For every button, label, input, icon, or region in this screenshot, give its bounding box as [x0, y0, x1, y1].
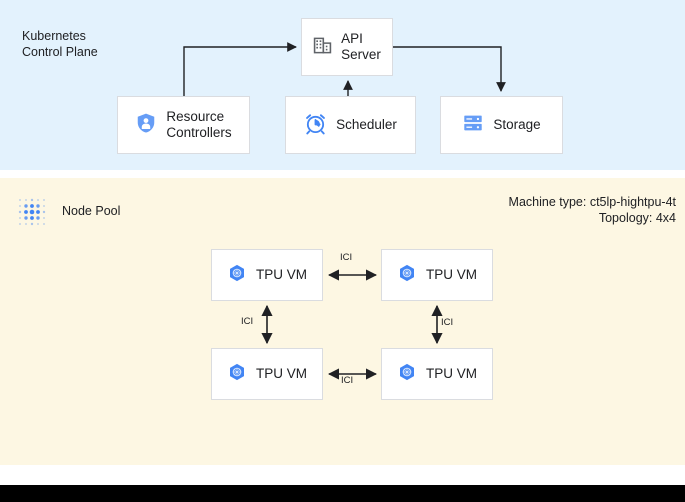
api-server-box[interactable]: API Server [301, 18, 393, 76]
tpu-vm-box[interactable]: TPU VM [381, 348, 493, 400]
scheduler-label: Scheduler [336, 117, 397, 132]
kubernetes-hex-icon [397, 362, 417, 386]
tpu-vm-label: TPU VM [255, 366, 307, 381]
kubernetes-hex-icon [397, 263, 417, 287]
kubernetes-hex-icon [227, 263, 247, 287]
building-icon [313, 36, 332, 59]
ici-label-bottom: ICI [341, 375, 354, 386]
api-server-label: API Server [341, 31, 381, 62]
bottom-bar [0, 485, 685, 502]
tpu-vm-label: TPU VM [425, 366, 477, 381]
scheduler-box[interactable]: Scheduler [285, 96, 416, 154]
ici-label-top: ICI [340, 252, 353, 263]
resource-controllers-label: Resource Controllers [166, 109, 232, 140]
dot-grid-icon [16, 196, 49, 234]
node-pool-panel [0, 178, 685, 465]
storage-label: Storage [493, 117, 541, 132]
alarm-clock-icon [304, 112, 327, 139]
machine-type-label: Machine type: ct5lp-hightpu-4t [508, 195, 676, 209]
tpu-vm-box[interactable]: TPU VM [211, 348, 323, 400]
control-plane-title: Kubernetes Control Plane [22, 29, 98, 59]
tpu-vm-box[interactable]: TPU VM [381, 249, 493, 301]
ici-label-right: ICI [441, 317, 454, 328]
ici-label-left: ICI [241, 316, 254, 327]
machine-info-block: Machine type: ct5lp-hightpu-4t Topology:… [509, 194, 676, 226]
shield-person-icon [135, 112, 157, 138]
storage-box[interactable]: Storage [440, 96, 563, 154]
tpu-vm-label: TPU VM [425, 267, 477, 282]
tpu-vm-box[interactable]: TPU VM [211, 249, 323, 301]
node-pool-title: Node Pool [62, 204, 121, 218]
storage-server-icon [462, 112, 484, 138]
kubernetes-hex-icon [227, 362, 247, 386]
topology-label: Topology: 4x4 [598, 211, 676, 225]
tpu-vm-label: TPU VM [255, 267, 307, 282]
resource-controllers-box[interactable]: Resource Controllers [117, 96, 250, 154]
